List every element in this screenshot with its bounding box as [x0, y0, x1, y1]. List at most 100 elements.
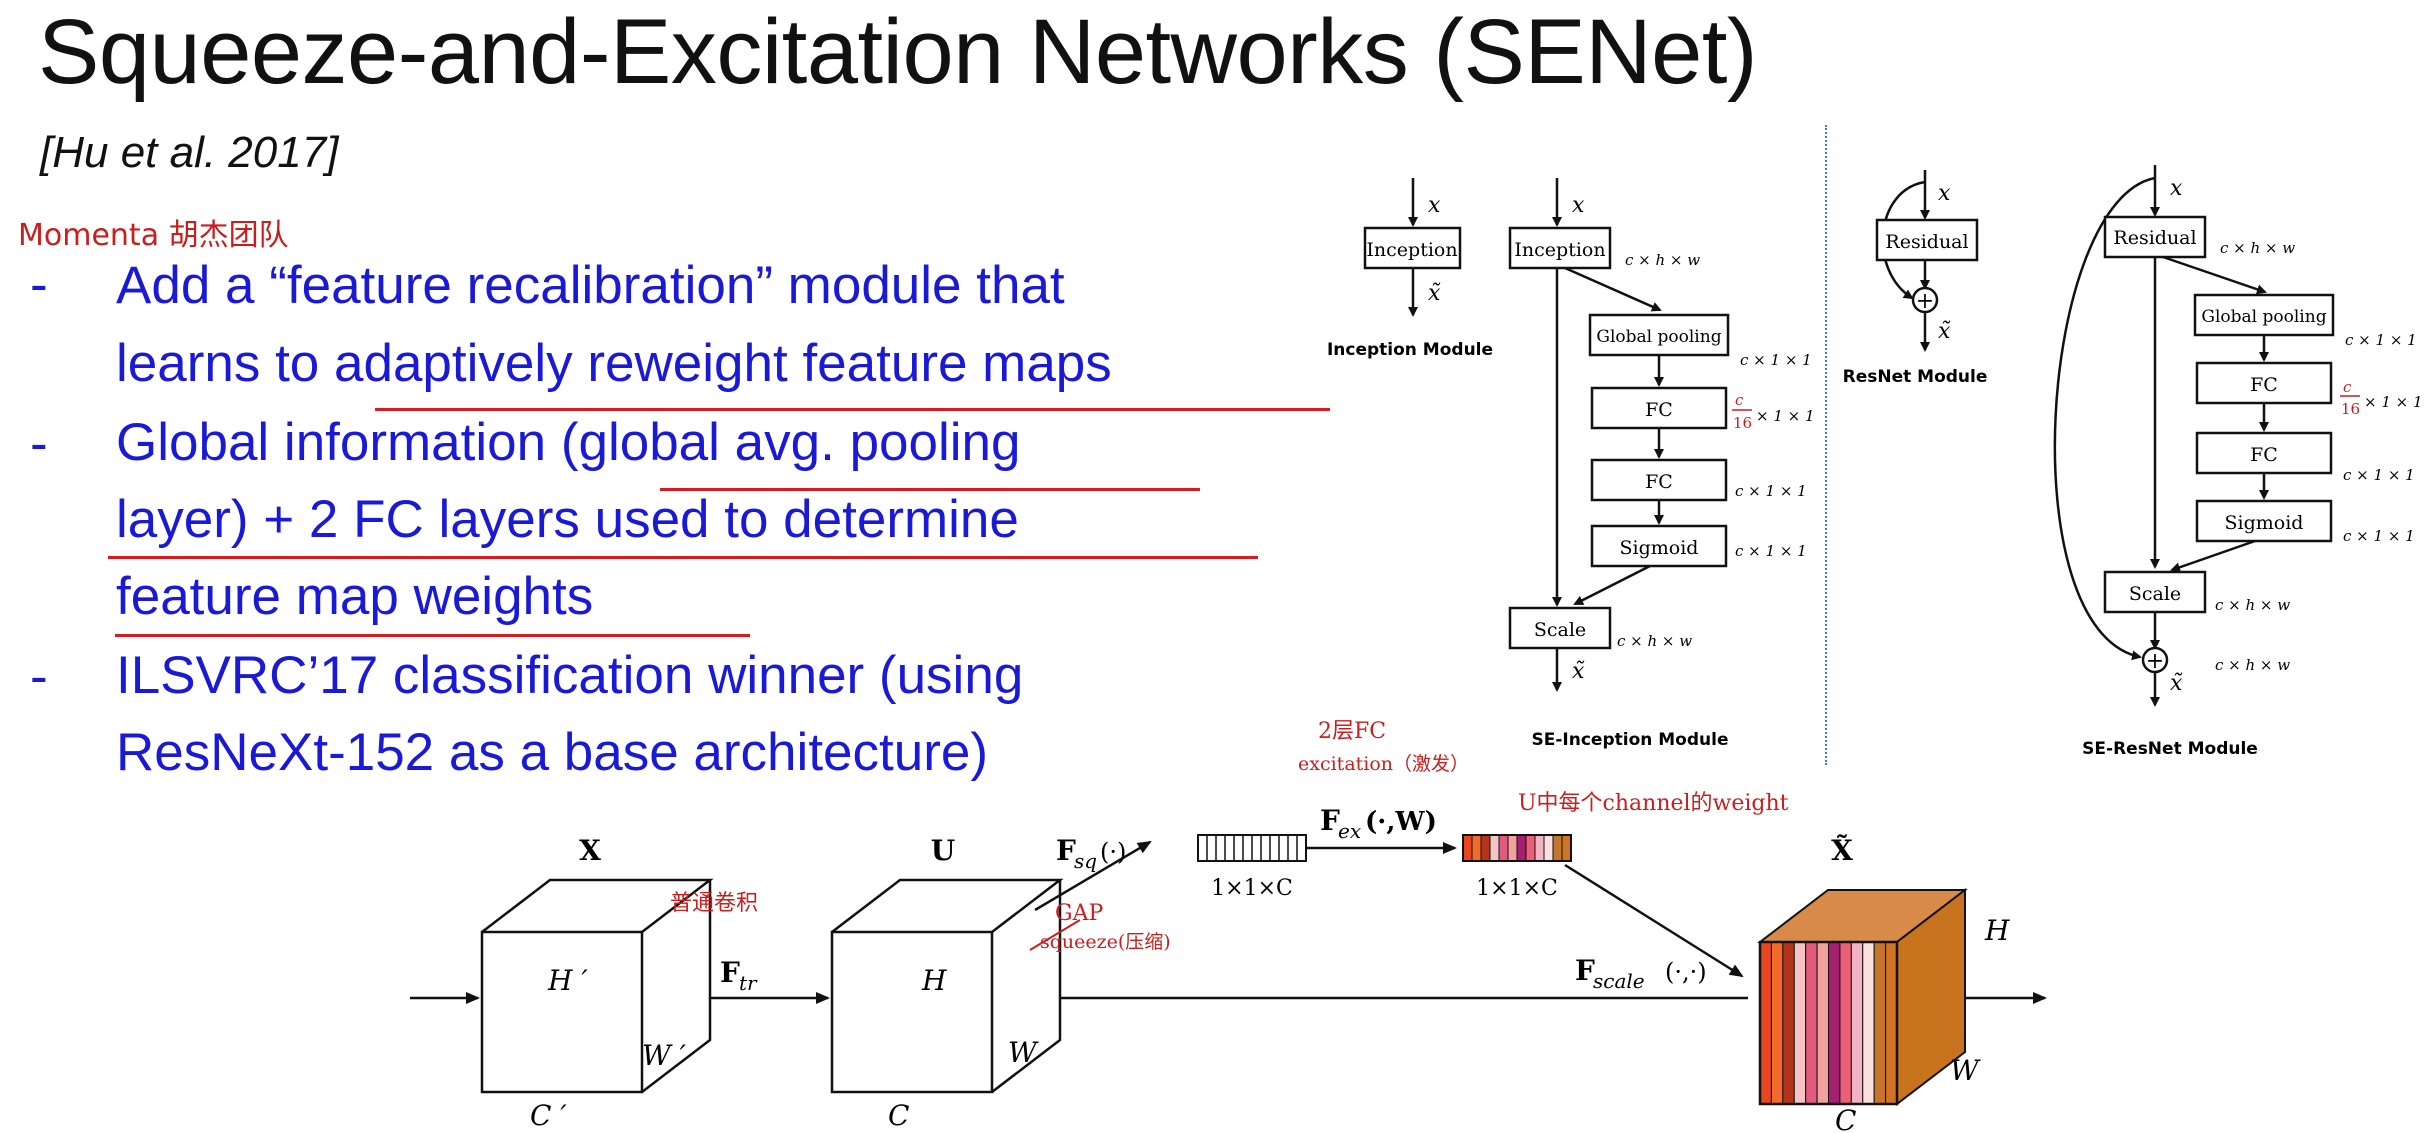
bullet-1-line-2: learns to adaptively reweight feature ma… — [116, 334, 1112, 393]
se-resnet-dim-4: c × 1 × 1 — [2343, 527, 2415, 545]
se-inception-block-fc2: FC — [1645, 471, 1673, 493]
label-W: W — [1008, 1036, 1039, 1069]
excitation-cell — [1471, 834, 1482, 862]
resnet-block: Residual — [1885, 231, 1968, 253]
excitation-cell — [1507, 834, 1518, 862]
resnet-input-x: x — [1938, 181, 1951, 206]
label-W-out: W — [1950, 1054, 1981, 1087]
label-H-out: H — [1984, 914, 2010, 947]
se-inception-input-x: x — [1572, 193, 1585, 218]
se-resnet-block-sigmoid: Sigmoid — [2225, 512, 2304, 534]
label-Fscale: F — [1575, 954, 1595, 987]
se-resnet-caption: SE-ResNet Module — [2082, 739, 2258, 759]
bullet-2-line-2: layer) + 2 FC layers used to determine — [116, 490, 1019, 549]
output-channel-slice — [1816, 941, 1830, 1105]
se-resnet-block-residual: Residual — [2113, 227, 2196, 249]
label-Fex-sub: ex — [1338, 819, 1361, 843]
se-resnet-plus: + — [2146, 649, 2164, 674]
bullet-1-line-1: Add a “feature recalibration” module tha… — [116, 256, 1065, 315]
annotation-squeeze: squeeze(压缩) — [1040, 931, 1171, 953]
se-resnet-dim-1: c × 1 × 1 — [2345, 331, 2417, 349]
se-inception-dim-4: c × 1 × 1 — [1735, 542, 1807, 560]
bullet-3-line-2: ResNeXt-152 as a base architecture) — [116, 723, 988, 782]
se-inception-caption: SE-Inception Module — [1532, 730, 1729, 750]
excitation-cell — [1462, 834, 1473, 862]
se-block-diagram: X H ′ W ′ C ′ F tr 普通卷积 U H W C F sq (·)… — [410, 719, 2047, 1133]
label-Fsq-arg: (·) — [1100, 838, 1126, 866]
label-Ftr: F — [720, 956, 740, 989]
se-inception-block-gp: Global pooling — [1596, 327, 1721, 347]
se-resnet-dim-5: c × h × w — [2215, 596, 2290, 614]
se-inception-dim-5: c × h × w — [1617, 632, 1692, 650]
label-Fex: F — [1320, 804, 1340, 837]
output-channel-slice — [1770, 941, 1784, 1105]
se-inception-dim-0: c × h × w — [1625, 251, 1700, 269]
annotation-momenta: Momenta 胡杰团队 — [18, 218, 289, 253]
vec-label-2: 1×1×C — [1476, 876, 1558, 901]
se-inception-frac-num: c — [1735, 391, 1744, 409]
excitation-cell — [1516, 834, 1527, 862]
citation: [Hu et al. 2017] — [40, 128, 339, 177]
se-resnet-dim-6: c × h × w — [2215, 656, 2290, 674]
excitation-cell — [1561, 834, 1572, 862]
output-channel-slice — [1828, 941, 1841, 1105]
output-channel-slice — [1850, 941, 1864, 1105]
output-channel-slice — [1839, 941, 1852, 1105]
se-resnet-module: x Residual c × h × w Global pooling c × … — [2053, 165, 2423, 759]
cube-x: X H ′ W ′ C ′ — [480, 834, 714, 1132]
excitation-cell — [1534, 834, 1545, 862]
annotation-gap: GAP — [1055, 901, 1103, 926]
label-U: U — [931, 834, 955, 867]
excitation-cell — [1552, 834, 1563, 862]
label-C: C — [888, 1099, 909, 1132]
excitation-cell — [1543, 834, 1554, 862]
annotation-two-fc: 2层FC — [1318, 719, 1386, 744]
bullet-dash-2: - — [30, 414, 48, 473]
bullet-3-line-1: ILSVRC’17 classification winner (using — [116, 646, 1024, 705]
se-resnet-dim-2: × 1 × 1 — [2364, 393, 2423, 411]
se-inception-module: x Inception c × h × w Global pooling c ×… — [1508, 178, 1815, 750]
module-diagrams: x Inception x̃ Inception Module x Incept… — [1327, 165, 2423, 759]
label-Fex-arg: (·,W) — [1365, 807, 1437, 837]
se-resnet-block-scale: Scale — [2129, 583, 2181, 605]
annotation-excitation: excitation（激发） — [1298, 753, 1469, 775]
resnet-caption: ResNet Module — [1843, 367, 1988, 387]
underline-fc-layers — [108, 556, 1258, 559]
excitation-cell — [1525, 834, 1536, 862]
se-resnet-dim-3: c × 1 × 1 — [2343, 466, 2415, 484]
inception-output: x̃ — [1428, 281, 1441, 306]
inception-label: Inception — [1366, 239, 1457, 261]
label-Ftr-sub: tr — [739, 971, 758, 995]
bullet-dash-3: - — [30, 647, 48, 706]
se-inception-block-scale: Scale — [1534, 619, 1586, 641]
se-inception-dim-1: c × 1 × 1 — [1740, 351, 1812, 369]
label-C1: C ′ — [530, 1099, 567, 1132]
output-channel-slice — [1862, 941, 1875, 1105]
cube-u: U H W C — [830, 834, 1064, 1132]
se-inception-block-fc1: FC — [1645, 399, 1673, 421]
label-X: X — [579, 834, 601, 867]
underline-global-pooling — [660, 488, 1200, 491]
excitation-cell — [1480, 834, 1491, 862]
se-inception-dim-3: c × 1 × 1 — [1735, 482, 1807, 500]
slide-title: Squeeze-and-Excitation Networks (SENet) — [38, 1, 1758, 103]
squeeze-vector: 1×1×C — [1197, 834, 1307, 901]
vec-label-1: 1×1×C — [1211, 876, 1293, 901]
se-inception-output: x̃ — [1572, 659, 1585, 684]
label-X-tilde: X̃ — [1831, 834, 1853, 867]
se-resnet-output: x̃ — [2170, 671, 2183, 696]
se-resnet-block-fc2: FC — [2250, 444, 2278, 466]
underline-feature-map-weights — [115, 634, 750, 637]
se-inception-dim-2: × 1 × 1 — [1756, 407, 1815, 425]
label-C-out: C — [1835, 1104, 1856, 1133]
annotation-conv: 普通卷积 — [670, 891, 758, 916]
se-resnet-block-gp: Global pooling — [2201, 307, 2326, 327]
bullet-2-line-3: feature map weights — [116, 567, 594, 626]
cube-x-tilde: X̃ H W C — [1757, 834, 2010, 1133]
label-Fsq: F — [1056, 834, 1076, 867]
se-resnet-dim-0: c × h × w — [2220, 239, 2295, 257]
resnet-output: x̃ — [1938, 319, 1951, 344]
label-W1: W ′ — [642, 1039, 687, 1072]
bullet-2-line-1: Global information (global avg. pooling — [116, 413, 1021, 472]
label-Fscale-sub: scale — [1593, 969, 1645, 993]
